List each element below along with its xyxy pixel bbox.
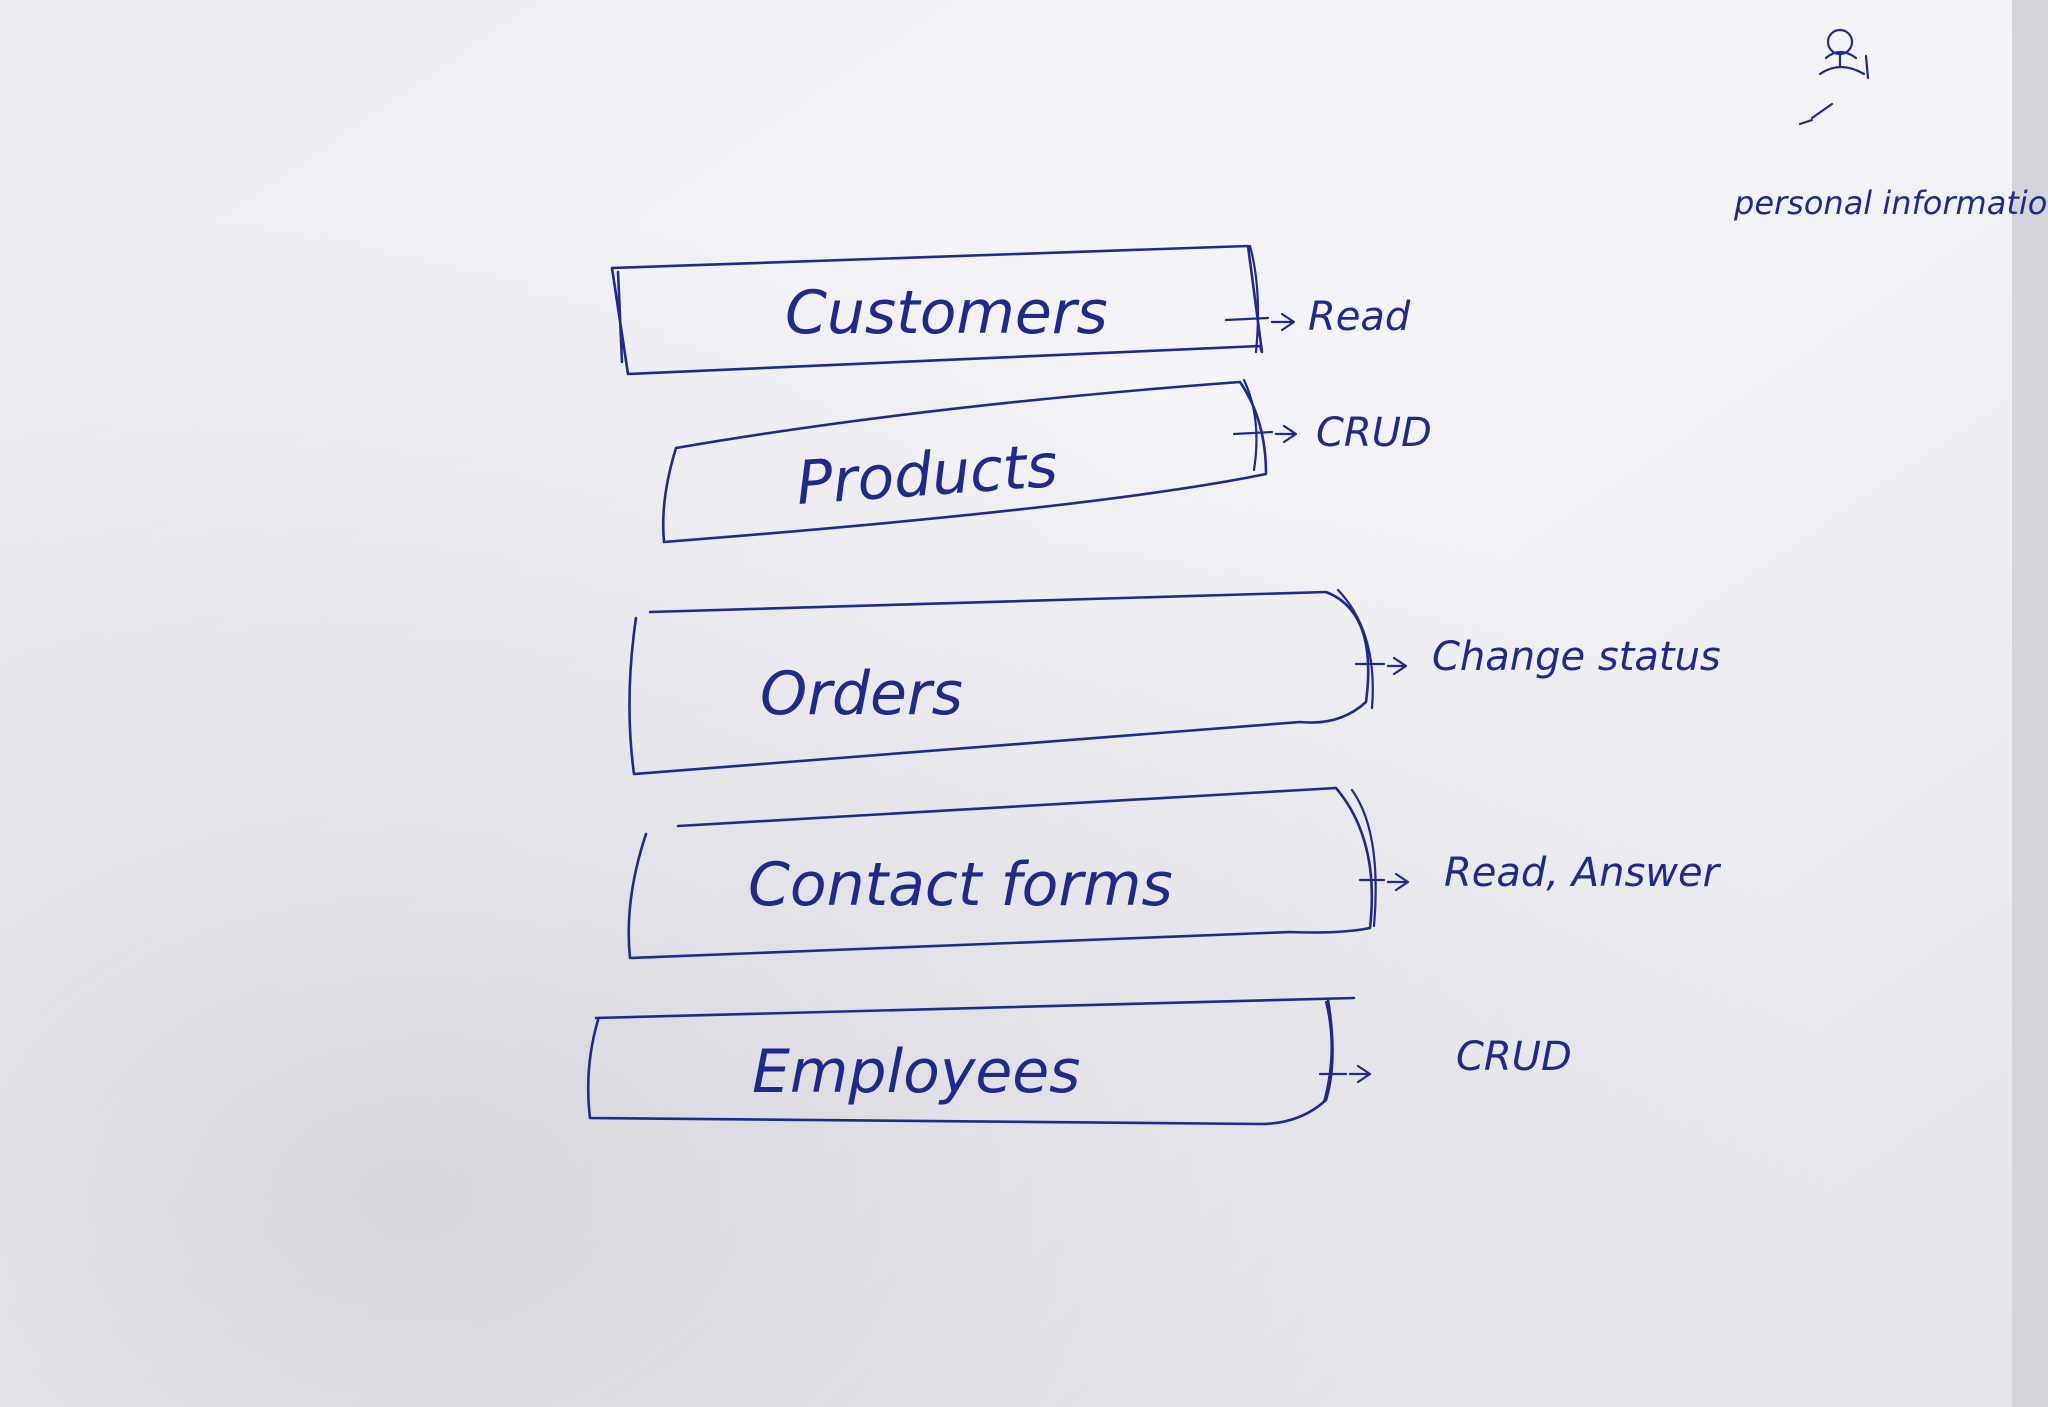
arrow-products bbox=[1274, 424, 1298, 444]
box-customers bbox=[610, 244, 1264, 376]
action-customers: Read bbox=[1308, 294, 1411, 340]
arrow-customers bbox=[1270, 312, 1296, 332]
brace-contact-forms bbox=[1350, 788, 1386, 928]
entity-customers: Customers Read bbox=[610, 244, 1411, 376]
brace-customers bbox=[1224, 244, 1270, 354]
action-orders: Change status bbox=[1432, 634, 1721, 680]
person-icon bbox=[1798, 28, 1870, 126]
box-products bbox=[661, 380, 1268, 544]
brace-orders bbox=[1336, 588, 1386, 710]
arrow-employees bbox=[1348, 1064, 1372, 1084]
label-contact-forms: Contact forms bbox=[748, 850, 1173, 920]
arrow-orders bbox=[1386, 656, 1408, 676]
paper-right-edge bbox=[2012, 0, 2048, 1407]
brace-products bbox=[1232, 378, 1274, 472]
label-orders: Orders bbox=[760, 659, 963, 729]
brace-employees bbox=[1318, 1000, 1348, 1104]
action-contact-forms: Read, Answer bbox=[1444, 850, 1722, 896]
box-contact-forms bbox=[627, 786, 1374, 960]
label-employees: Employees bbox=[752, 1037, 1080, 1107]
note-text: personal information bbox=[1733, 184, 2048, 222]
arrow-contact-forms bbox=[1386, 872, 1410, 892]
entity-employees: Employees CRUD bbox=[586, 996, 1572, 1126]
corner-note: personal information bbox=[1733, 28, 2048, 222]
entity-orders: Orders Change status bbox=[628, 588, 1721, 776]
entity-contact-forms: Contact forms Read, Answer bbox=[627, 786, 1722, 960]
action-employees: CRUD bbox=[1456, 1034, 1572, 1080]
action-products: CRUD bbox=[1316, 410, 1432, 456]
label-customers: Customers bbox=[785, 278, 1108, 348]
